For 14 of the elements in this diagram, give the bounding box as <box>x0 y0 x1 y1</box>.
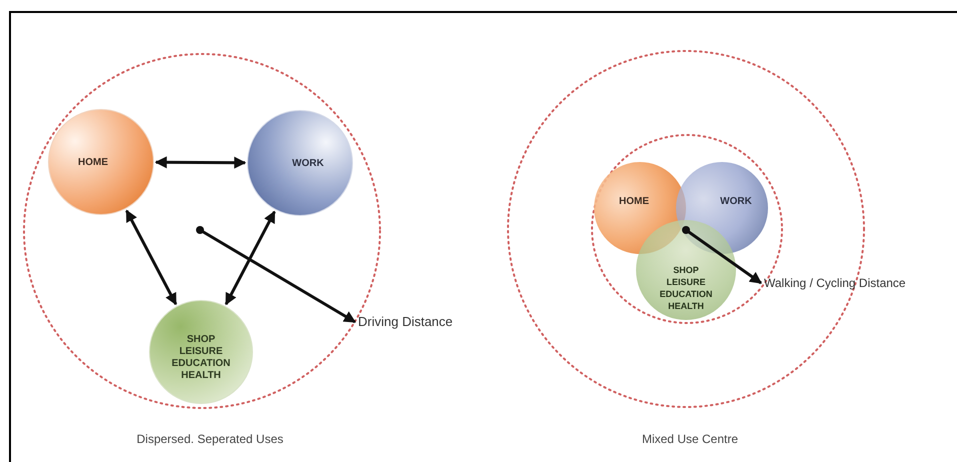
distance-label: Walking / Cycling Distance <box>764 274 956 292</box>
node-label: HOME <box>612 194 656 208</box>
arrow <box>224 210 276 306</box>
node-label: HOME <box>78 156 108 170</box>
caption: Dispersed. Seperated Uses <box>136 431 284 448</box>
arrow <box>125 210 178 306</box>
arrow <box>682 226 762 284</box>
node-label: WORK <box>714 194 758 208</box>
arrow <box>196 226 356 324</box>
arrow <box>154 156 246 169</box>
distance-label: Driving Distance <box>358 313 498 331</box>
node-label: WORK <box>292 156 324 170</box>
node-label: SHOP LEISURE EDUCATION HEALTH <box>170 333 232 382</box>
caption: Mixed Use Centre <box>640 431 740 448</box>
